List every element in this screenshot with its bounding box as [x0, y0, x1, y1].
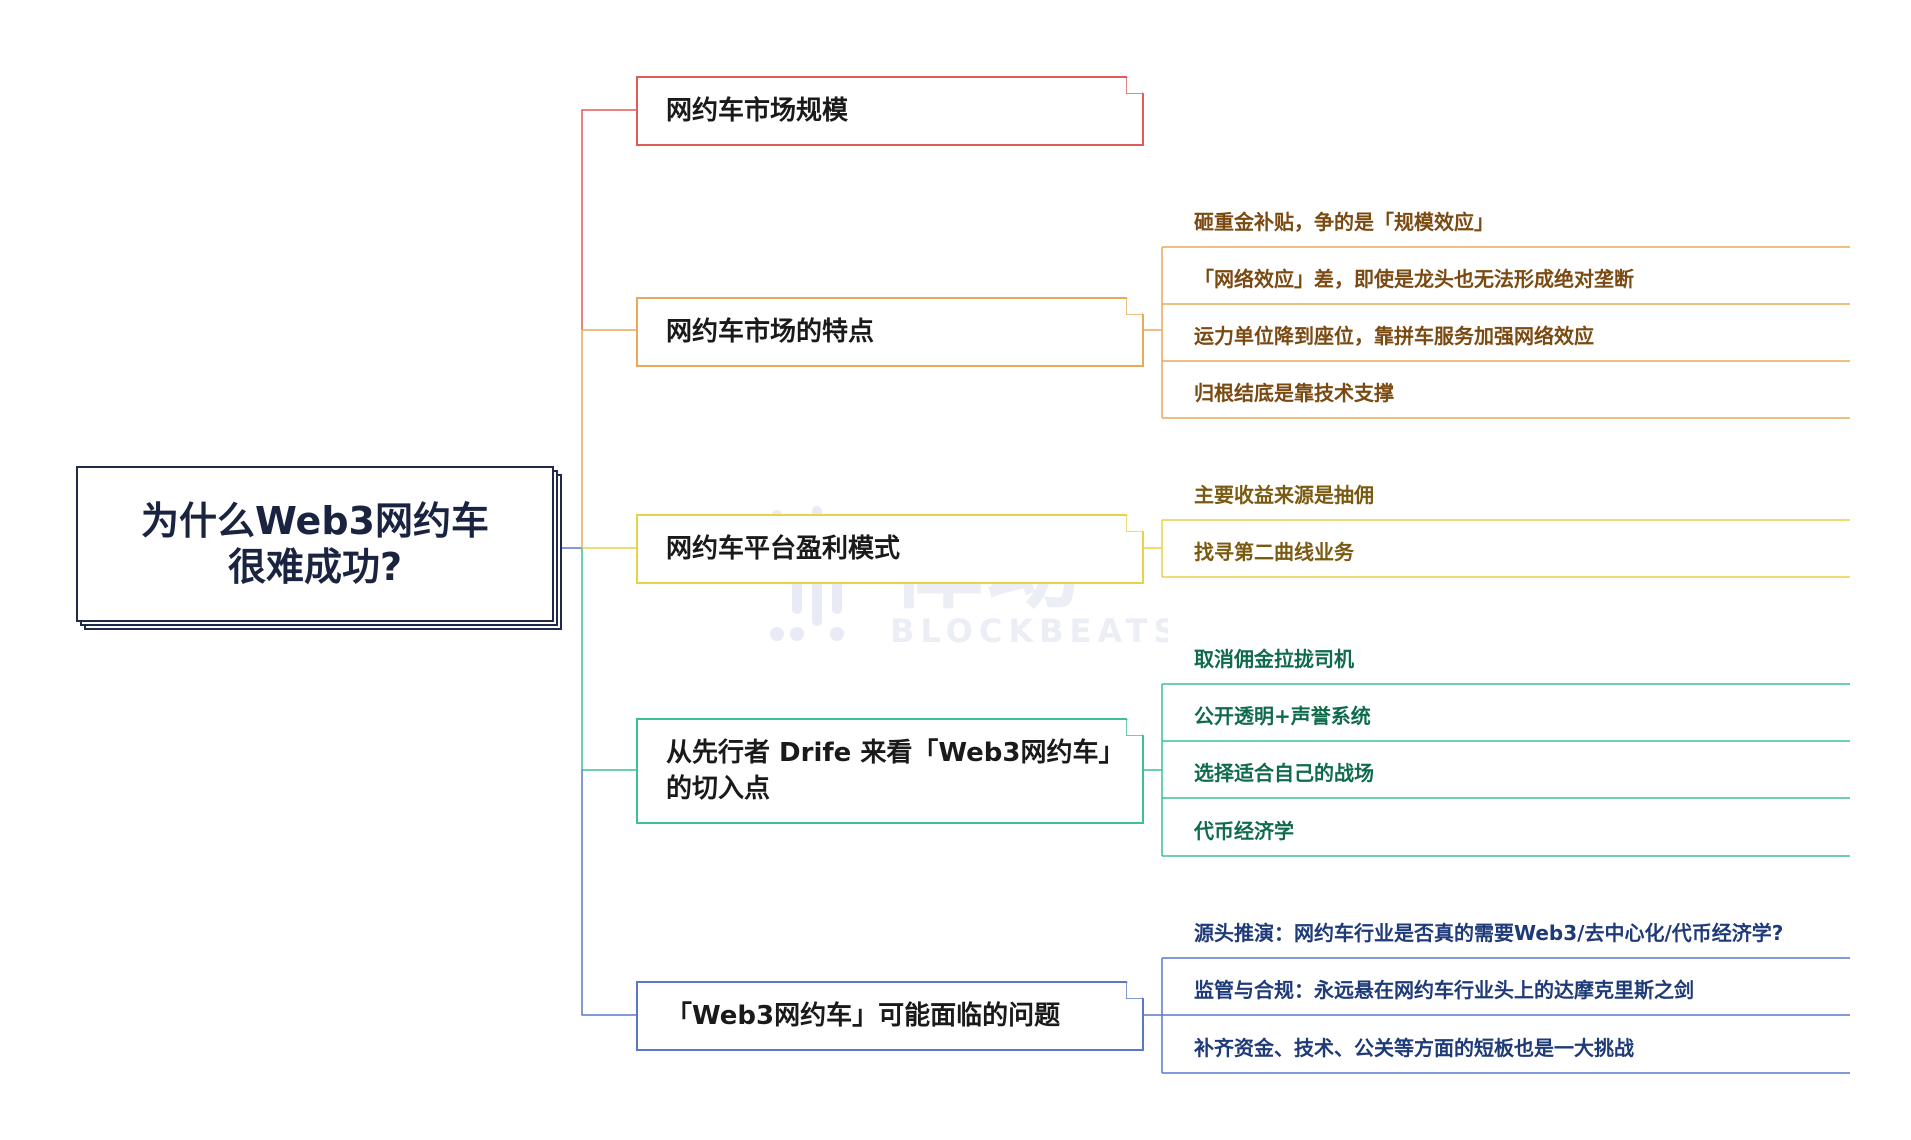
fold-corner-icon: [1126, 514, 1144, 532]
fold-corner-icon: [1126, 981, 1144, 999]
fold-corner-icon: [1126, 76, 1144, 94]
branch-label: 网约车市场规模: [666, 96, 849, 126]
root-title-line1: 为什么Web3网约车: [141, 499, 489, 543]
watermark-en: BLOCKBEATS: [890, 612, 1168, 650]
leaf-item[interactable]: 源头推演：网约车行业是否真的需要Web3/去中心化/代币经济学?: [1194, 921, 1784, 945]
leaf-item[interactable]: 监管与合规：永远悬在网约车行业头上的达摩克里斯之剑: [1194, 978, 1694, 1002]
branch-label-line2: 的切入点: [666, 774, 771, 804]
root-title-line2: 很难成功?: [227, 545, 403, 589]
leaf-item[interactable]: 代币经济学: [1194, 819, 1294, 843]
branch-node-market-features[interactable]: 网约车市场的特点: [636, 297, 1144, 367]
leaf-item[interactable]: 取消佣金拉拢司机: [1194, 647, 1354, 671]
leaf-item[interactable]: 补齐资金、技术、公关等方面的短板也是一大挑战: [1194, 1036, 1634, 1060]
branch-node-market-size[interactable]: 网约车市场规模: [636, 76, 1144, 146]
branch-node-problems[interactable]: 「Web3网约车」可能面临的问题: [636, 981, 1144, 1051]
root-title: 为什么Web3网约车 很难成功?: [141, 498, 489, 590]
branch-label: 网约车平台盈利模式: [666, 534, 901, 564]
branch-label: 网约车市场的特点: [666, 317, 875, 347]
branch-label: 从先行者 Drife 来看「Web3网约车」 的切入点: [666, 735, 1125, 807]
leaf-item[interactable]: 归根结底是靠技术支撑: [1194, 381, 1394, 405]
leaf-item[interactable]: 主要收益来源是抽佣: [1194, 483, 1374, 507]
root-node[interactable]: 为什么Web3网约车 很难成功?: [76, 466, 554, 622]
branch-label-line1: 从先行者 Drife 来看「Web3网约车」: [666, 738, 1125, 768]
fold-corner-icon: [1126, 297, 1144, 315]
leaf-item[interactable]: 选择适合自己的战场: [1194, 761, 1374, 785]
leaf-item[interactable]: 砸重金补贴，争的是「规模效应」: [1194, 210, 1494, 234]
leaf-item[interactable]: 运力单位降到座位，靠拼车服务加强网络效应: [1194, 324, 1594, 348]
leaf-item[interactable]: 「网络效应」差，即使是龙头也无法形成绝对垄断: [1194, 267, 1634, 291]
branch-label: 「Web3网约车」可能面临的问题: [666, 1001, 1061, 1031]
fold-corner-icon: [1126, 718, 1144, 736]
branch-node-drife-entry[interactable]: 从先行者 Drife 来看「Web3网约车」 的切入点: [636, 718, 1144, 824]
branch-node-profit-model[interactable]: 网约车平台盈利模式: [636, 514, 1144, 584]
leaf-item[interactable]: 找寻第二曲线业务: [1194, 540, 1354, 564]
leaf-item[interactable]: 公开透明+声誉系统: [1194, 704, 1371, 728]
